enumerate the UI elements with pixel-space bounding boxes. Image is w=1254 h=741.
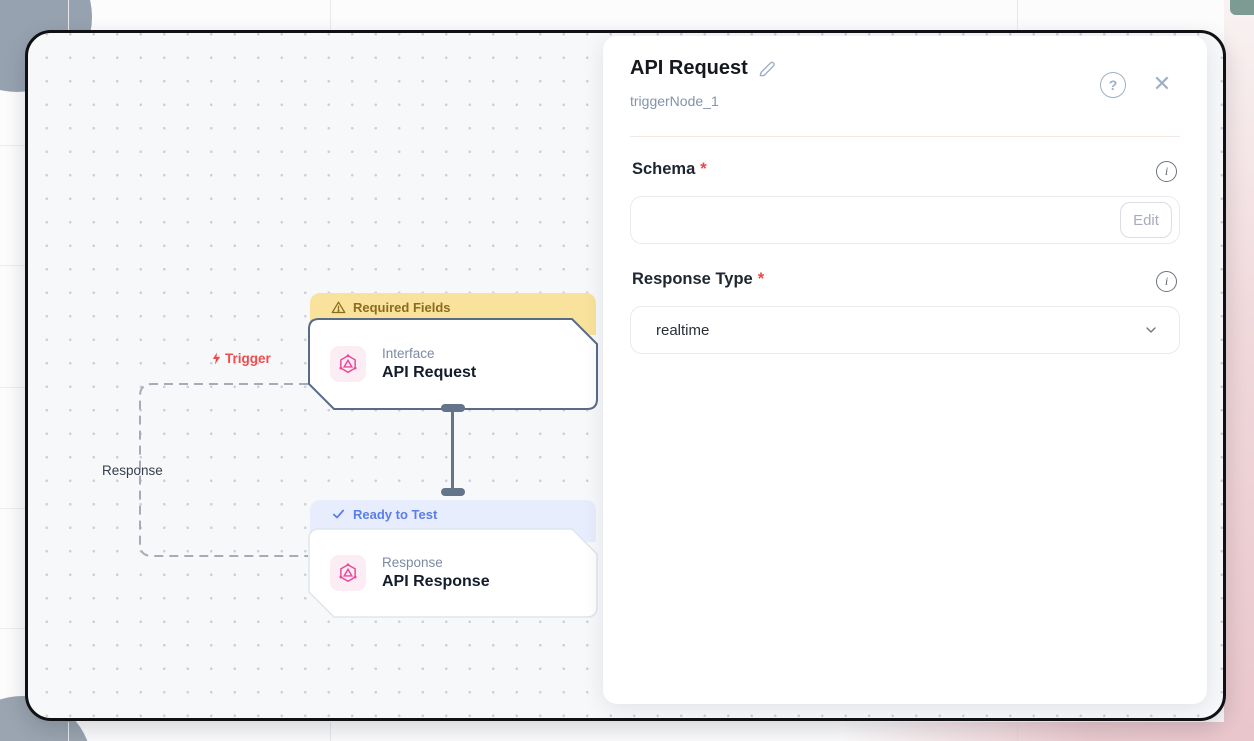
edge-connector-line (451, 410, 454, 490)
required-asterisk: * (757, 270, 765, 288)
warning-icon (331, 301, 346, 314)
background-gridline (68, 722, 69, 741)
panel-title: API Request (630, 57, 748, 79)
check-icon (332, 509, 345, 519)
response-type-value: realtime (656, 321, 710, 339)
node-api-request[interactable]: Interface API Request (308, 318, 598, 410)
node-category: Interface (382, 346, 435, 361)
node-text: Interface API Request (382, 346, 476, 382)
background-gridline (330, 722, 331, 741)
schema-input[interactable] (630, 196, 1180, 244)
node-config-panel: API Request triggerNode_1 ? ✕ Schema* i … (603, 36, 1207, 704)
interface-node-icon (330, 346, 366, 382)
edge-label-trigger: Trigger (210, 351, 271, 366)
node-category: Response (382, 555, 443, 570)
node-text: Response API Response (382, 555, 490, 591)
node-api-response[interactable]: Response API Response (308, 528, 598, 618)
response-type-info-icon[interactable]: i (1156, 271, 1177, 292)
chevron-down-icon (1143, 322, 1159, 338)
node-shape (308, 528, 598, 618)
app-frame: Trigger Response Required Fields (25, 30, 1226, 721)
background-gridline (0, 628, 26, 629)
banner-text: Required Fields (353, 300, 451, 315)
background-gridline (0, 387, 26, 388)
background-gridline (330, 0, 331, 30)
required-asterisk: * (700, 160, 707, 178)
edge-response-path[interactable] (28, 33, 628, 593)
close-icon[interactable]: ✕ (1148, 70, 1176, 98)
response-node-icon (330, 555, 366, 591)
edge-label-response: Response (102, 463, 163, 478)
lightning-bolt-icon (212, 352, 221, 365)
node-title: API Response (382, 573, 490, 590)
banner-text: Ready to Test (353, 507, 438, 522)
background-gridline (1017, 0, 1018, 30)
panel-divider (630, 136, 1180, 137)
background-gridline (0, 145, 26, 146)
background-gridline (0, 508, 26, 509)
target-handle[interactable] (441, 488, 465, 496)
node-shape (308, 318, 598, 410)
help-icon[interactable]: ? (1100, 72, 1126, 98)
background-gridline (68, 0, 69, 30)
background-pink-gradient (840, 722, 1254, 741)
node-id-label: triggerNode_1 (630, 93, 719, 109)
trigger-label-text: Trigger (225, 351, 271, 366)
response-type-select[interactable]: realtime (630, 306, 1180, 354)
schema-field-label: Schema* (632, 160, 707, 178)
node-title: API Request (382, 364, 477, 381)
schema-info-icon[interactable]: i (1156, 161, 1177, 182)
source-handle[interactable] (441, 404, 465, 412)
background-shape (1230, 0, 1254, 15)
edit-title-pencil-icon[interactable] (757, 59, 777, 79)
background-gridline (0, 265, 26, 266)
schema-edit-button[interactable]: Edit (1120, 202, 1172, 238)
response-type-field-label: Response Type* (632, 270, 765, 288)
background-pink-gradient (1224, 0, 1254, 741)
